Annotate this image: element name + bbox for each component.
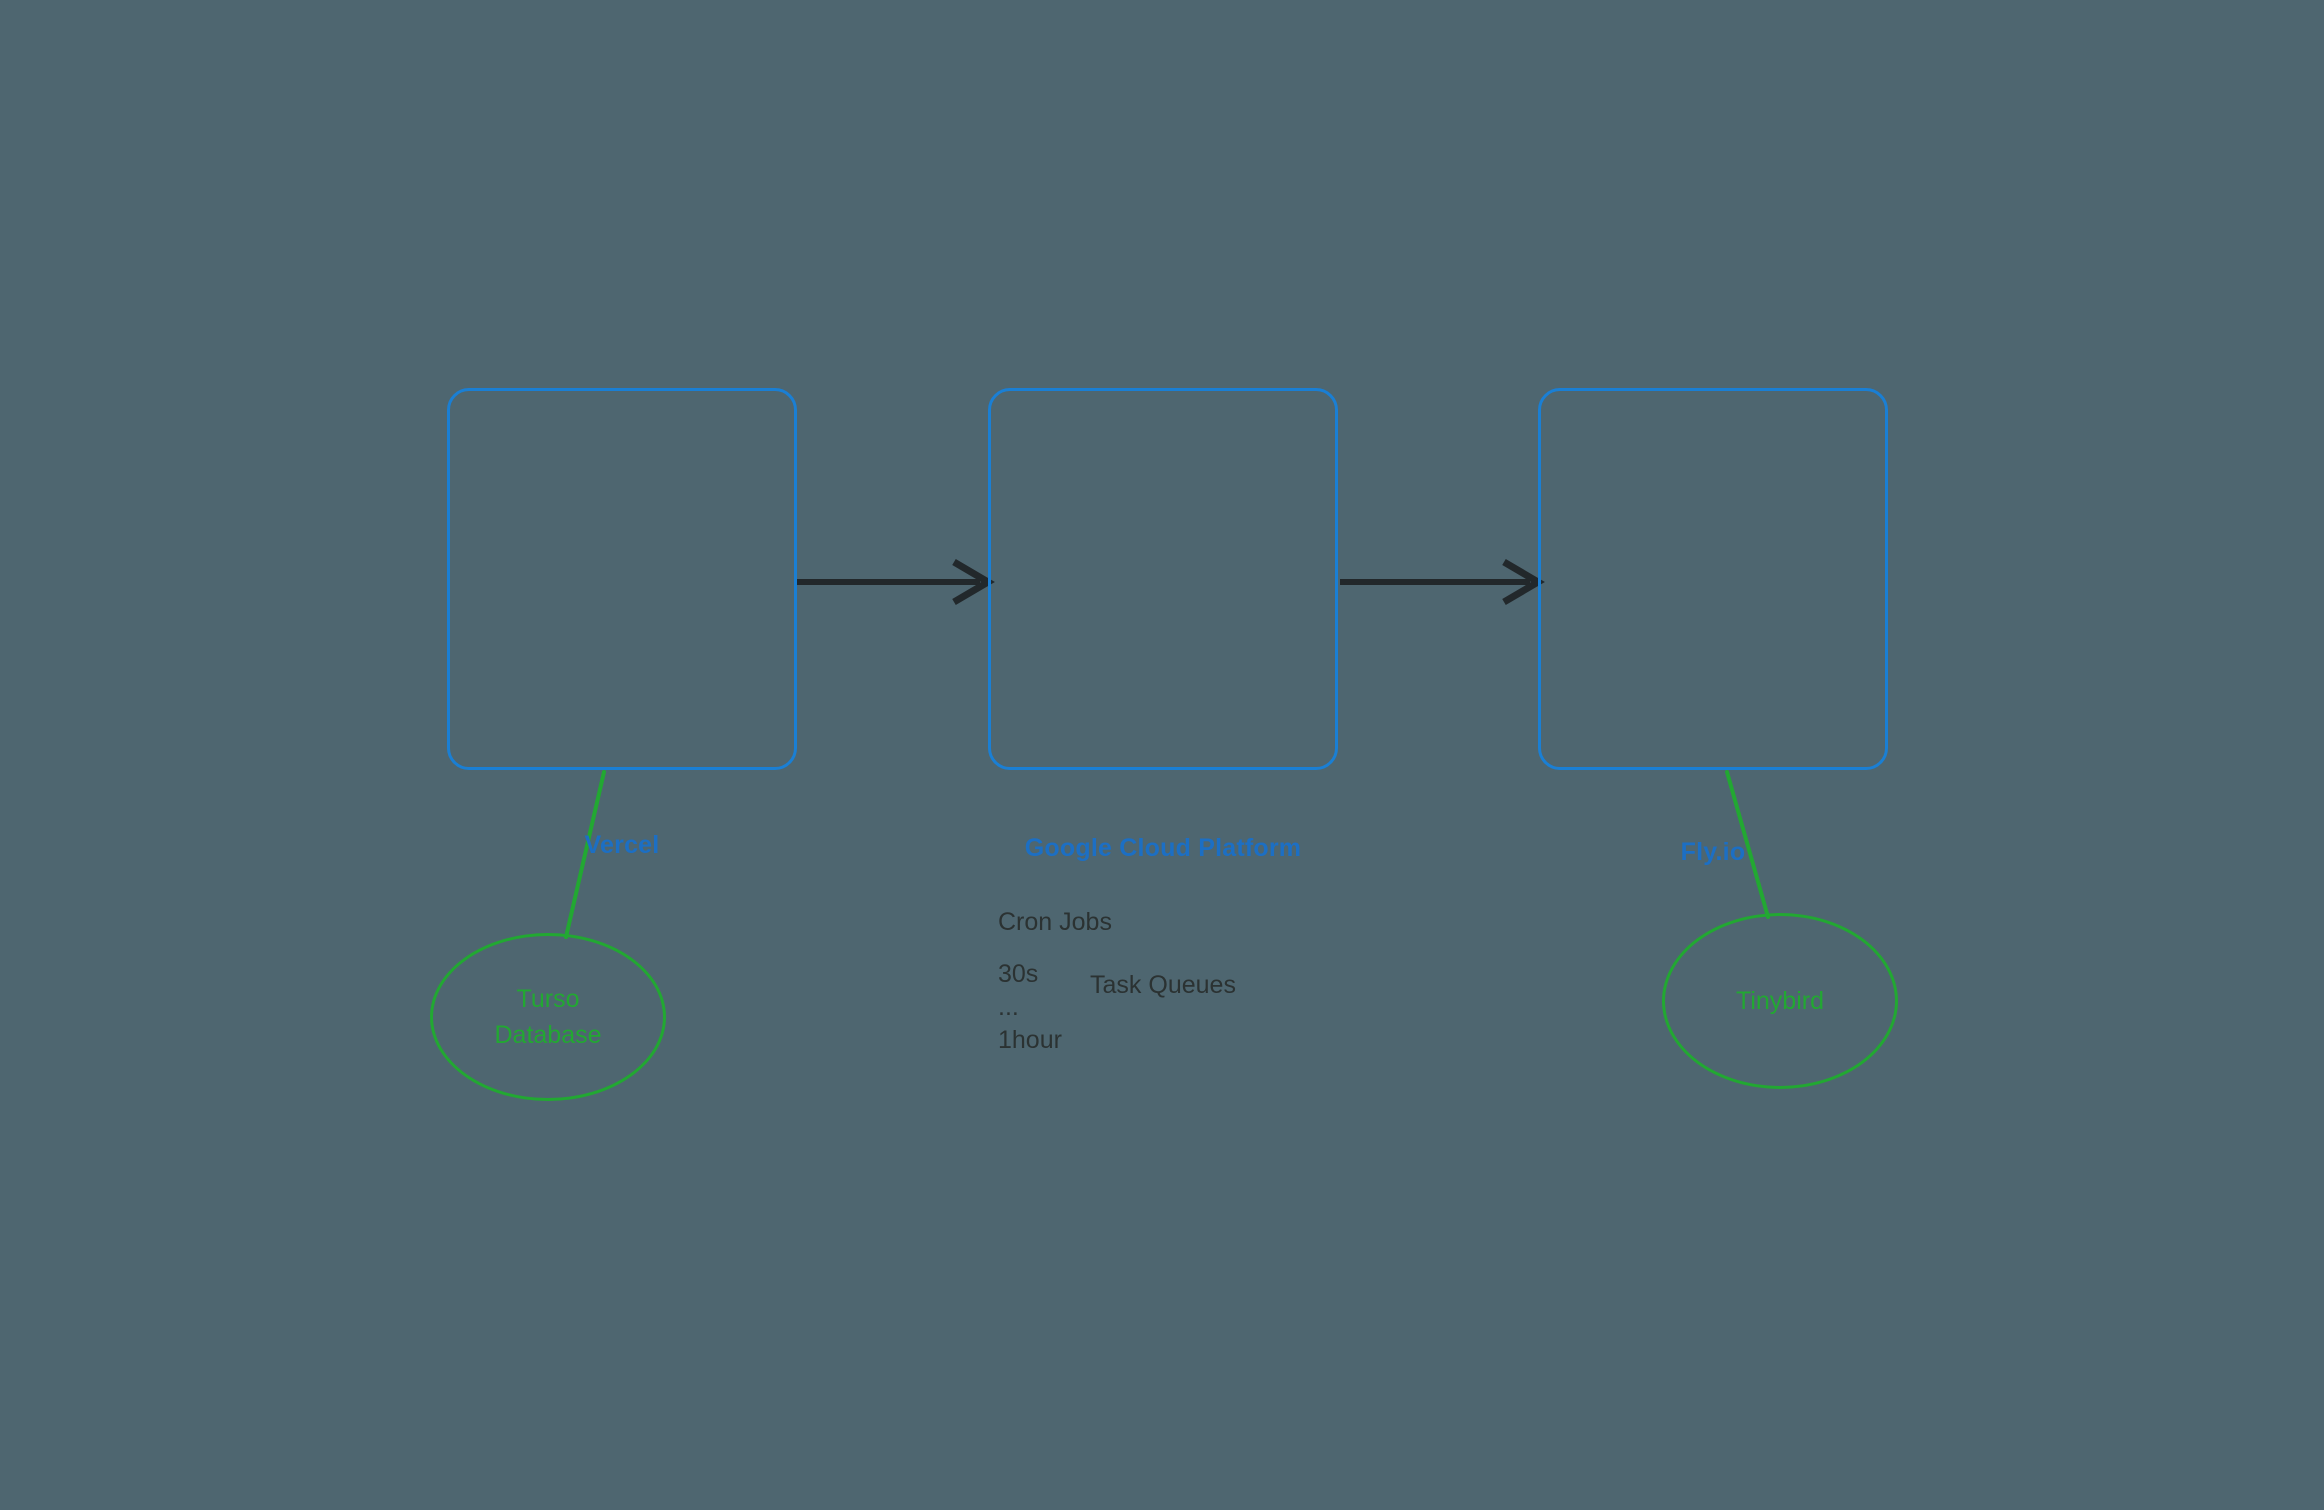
edge-gcp-to-fly	[1340, 558, 1545, 606]
datastore-tinybird[interactable]: Tinybird	[1662, 913, 1898, 1089]
cluster-title-vercel: Vercel	[584, 831, 660, 859]
datastore-turso-label: Turso Database	[494, 984, 602, 1049]
datastore-tinybird-label: Tinybird	[1736, 986, 1824, 1015]
node-task-queues[interactable]: Task Queues	[1090, 971, 1236, 999]
node-cron-jobs[interactable]: Cron Jobs	[998, 908, 1112, 936]
cluster-fly-io[interactable]: Fly.io Probes HTTP TCP	[1538, 388, 1888, 866]
node-schedule[interactable]: 30s ... 1hour	[998, 960, 1062, 1054]
edge-vercel-to-gcp	[795, 558, 995, 606]
datastore-turso-database[interactable]: Turso Database	[430, 933, 666, 1101]
cluster-google-cloud-platform[interactable]: Google Cloud Platform Task Queues	[988, 388, 1338, 999]
cluster-vercel[interactable]: Vercel Cron Jobs 30s ... 1hour	[447, 388, 1112, 1054]
cluster-title-fly: Fly.io	[1680, 838, 1746, 866]
cluster-title-gcp: Google Cloud Platform	[1024, 834, 1302, 862]
